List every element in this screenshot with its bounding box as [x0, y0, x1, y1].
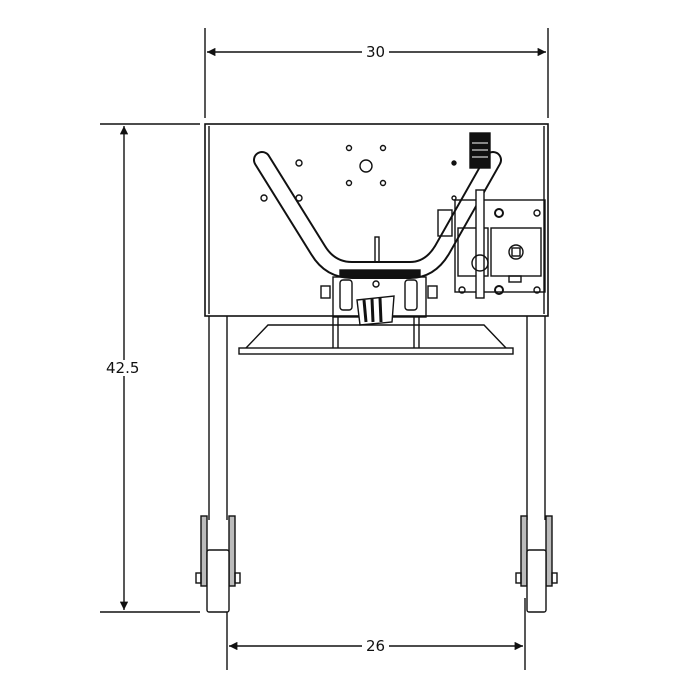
dimension-width-30 — [204, 28, 549, 118]
control-box — [437, 189, 546, 299]
grip-block — [469, 132, 491, 169]
platform-tray — [238, 324, 514, 355]
center-mount — [320, 269, 438, 348]
dimension-track-26 — [226, 598, 526, 670]
left-leg — [195, 316, 241, 613]
dimension-track-label: 26 — [362, 638, 390, 654]
right-leg — [515, 316, 558, 613]
dimension-width-label: 30 — [362, 44, 390, 60]
dimension-height-label: 42.5 — [102, 360, 144, 376]
